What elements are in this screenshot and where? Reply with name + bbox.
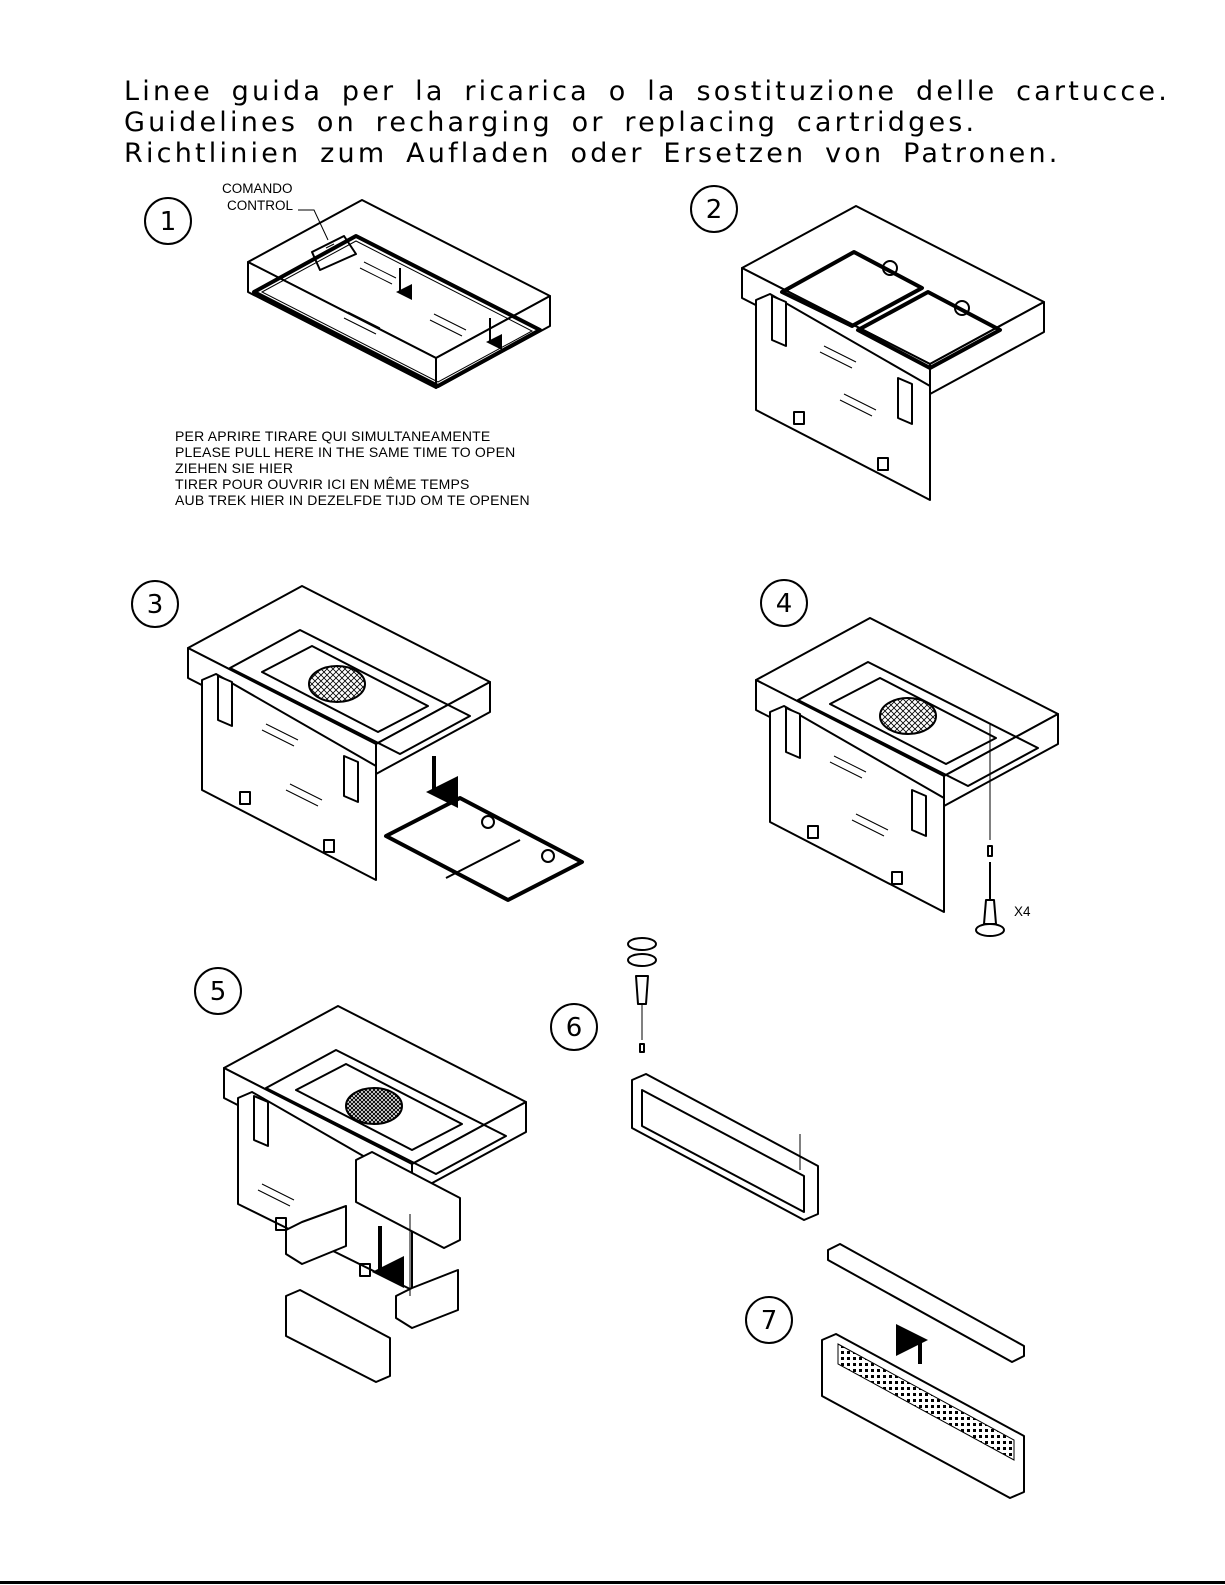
open-instructions: PER APRIRE TIRARE QUI SIMULTANEAMENTE PL… [175, 428, 530, 508]
title-german: Richtlinien zum Aufladen oder Ersetzen v… [124, 138, 1061, 169]
callout-leader [298, 209, 329, 241]
open-glass-door [755, 293, 931, 501]
step-5-number: 5 [210, 977, 227, 1007]
motor-plate [261, 645, 429, 733]
step-7-number: 7 [761, 1306, 778, 1336]
step-5-circle [194, 967, 242, 1015]
screw [987, 845, 993, 857]
step-4-drawing: 4 X4 [755, 579, 1059, 937]
screwdriver [983, 862, 997, 925]
step-2-drawing: 2 [690, 185, 1045, 501]
step-3-drawing: 3 [131, 580, 584, 902]
step-2-badge: 2 [690, 185, 738, 233]
filter-panel-right [856, 290, 1002, 370]
step-7-badge: 7 [745, 1296, 793, 1344]
cartridge-upper [355, 1151, 461, 1249]
instruction-italian: PER APRIRE TIRARE QUI SIMULTANEAMENTE [175, 428, 491, 444]
open-glass-door [237, 1091, 413, 1291]
filter-panel-left [780, 250, 924, 328]
instruction-french: TIRER POUR OUVRIR ICI EN MÊME TEMPS [175, 476, 470, 492]
control-panel [311, 235, 357, 271]
title-english: Guidelines on recharging or replacing ca… [124, 107, 978, 138]
step-2-number: 2 [706, 195, 723, 225]
hinge-right [897, 377, 913, 425]
step-4-number: 4 [776, 589, 793, 619]
cartridge-lower [285, 1289, 391, 1383]
cartridge-lid [827, 1243, 1025, 1363]
step-1-drawing: 1 COMANDO CONTROL [144, 181, 551, 389]
step-6-drawing: 6 [550, 937, 819, 1221]
rotate-arrow-icon [975, 923, 1005, 937]
step-1-number: 1 [160, 207, 177, 237]
title-italian: Linee guida per la ricarica o la sostitu… [124, 76, 1170, 107]
fan-grille [879, 697, 937, 735]
step-3-number: 3 [147, 590, 164, 620]
hinge-left [771, 295, 787, 347]
glass-reflection [343, 261, 467, 337]
screwdriver [635, 975, 649, 1005]
step-4-circle [760, 579, 808, 627]
step-6-circle [550, 1003, 598, 1051]
instruction-english: PLEASE PULL HERE IN THE SAME TIME TO OPE… [175, 444, 516, 460]
step-3-circle [131, 580, 179, 628]
instruction-dutch: AUB TREK HIER IN DEZELFDE TIJD OM TE OPE… [175, 492, 530, 508]
step-6-number: 6 [566, 1013, 583, 1043]
fan-grille [345, 1087, 403, 1125]
carbon-granules [837, 1343, 1015, 1461]
instruction-german: ZIEHEN SIE HIER [175, 460, 294, 476]
rotate-arrow-icon [627, 937, 657, 951]
cartridge-frame [631, 1073, 819, 1221]
screw-count-label: X4 [1014, 904, 1031, 919]
callout-label-comando: COMANDO [222, 181, 293, 196]
step-7-circle [745, 1296, 793, 1344]
removed-filter-panels [384, 796, 584, 902]
fan-grille [308, 665, 366, 703]
cartridge-left [285, 1205, 347, 1265]
page-titles: Linee guida per la ricarica o la sostitu… [124, 76, 1170, 169]
step-4-badge: 4 [760, 579, 808, 627]
rotate-arrow-icon [627, 953, 657, 967]
step-5-badge: 5 [194, 967, 242, 1015]
step-1-circle [144, 197, 192, 245]
step-7-drawing: 7 [745, 1243, 1025, 1499]
step-1-badge: 1 [144, 197, 192, 245]
screw [639, 1043, 645, 1053]
step-3-badge: 3 [131, 580, 179, 628]
cartridge-right [395, 1269, 459, 1329]
step-5-drawing: 5 [194, 967, 527, 1383]
glass-panel [252, 234, 542, 388]
bottom-rule [0, 1581, 1225, 1584]
step-2-circle [690, 185, 738, 233]
step-6-badge: 6 [550, 1003, 598, 1051]
open-glass-door [201, 673, 377, 881]
open-glass-door [769, 705, 945, 913]
callout-label-control: CONTROL [227, 198, 293, 213]
